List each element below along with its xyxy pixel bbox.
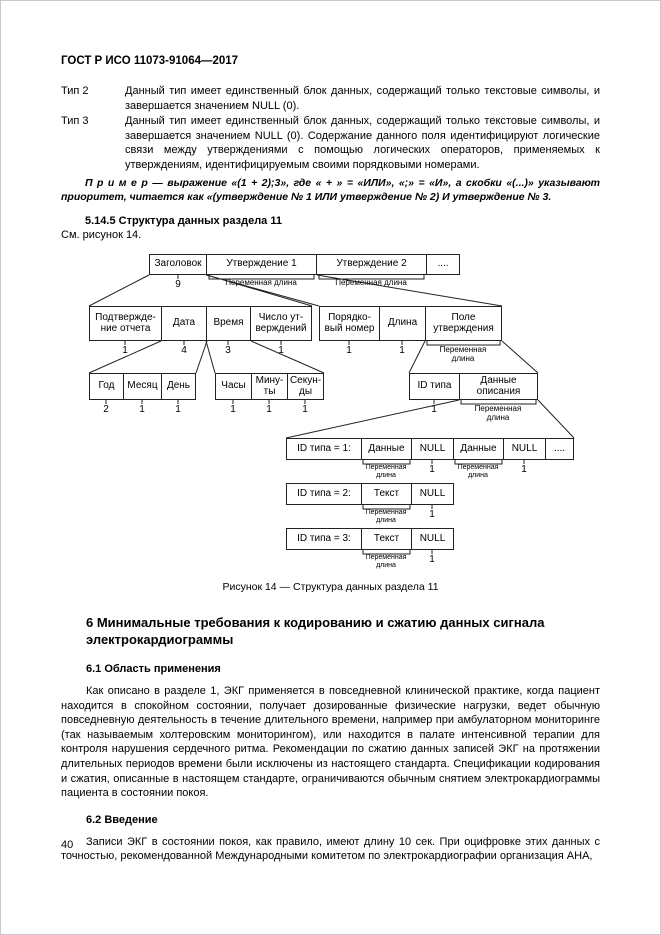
box-statement-1: Утверждение 1 [206,254,317,275]
size-label-variable-length: Переменная длина [365,509,407,524]
box-null: NULL [411,438,454,460]
size-label-4: 4 [181,345,187,356]
size-label-1: 1 [278,345,284,356]
box-seconds: Секун- ды [287,373,324,400]
box-data: Данные [361,438,412,460]
box-statement-2: Утверждение 2 [316,254,427,275]
section-5-14-5-title: 5.14.5 Структура данных раздела 11 [85,215,282,227]
box-id-type-1: ID типа = 1: [286,438,362,460]
box-null: NULL [503,438,546,460]
size-label-variable-length: Переменная длина [365,464,407,479]
box-ellipsis-right: .... [545,438,574,460]
page-content: ГОСТ Р ИСО 11073-91064—2017 Тип 2 Данный… [61,55,600,864]
size-label-3: 3 [225,345,231,356]
size-label-9: 9 [175,279,181,290]
definition-row-type2: Тип 2 Данный тип имеет единственный блок… [61,84,600,113]
size-label-1: 1 [175,404,181,415]
size-label-variable-length: Переменная длина [457,464,499,479]
size-label-variable-length: Переменная длина [474,404,522,422]
box-report-confirmation: Подтвержде- ние отчета [89,306,162,341]
box-statement-field: Поле утверждения [425,306,502,341]
size-label-1: 1 [431,404,437,415]
size-label-1: 1 [230,404,236,415]
size-label-1: 1 [122,345,128,356]
size-label-1: 1 [429,509,435,520]
box-id-type: ID типа [409,373,460,400]
box-year: Год [89,373,124,400]
box-null: NULL [411,528,454,550]
box-time: Время [206,306,251,341]
doc-code-header: ГОСТ Р ИСО 11073-91064—2017 [61,55,239,67]
size-label-1: 1 [399,345,405,356]
size-label-variable-length: Переменная длина [439,345,487,363]
section-6-2-paragraph: Записи ЭКГ в состоянии покоя, как правил… [61,835,600,863]
box-null: NULL [411,483,454,505]
box-data: Данные [453,438,504,460]
box-sequence-number: Порядко- вый номер [319,306,380,341]
page-number: 40 [61,839,74,851]
size-label-1: 1 [139,404,145,415]
section-6-2-title: 6.2 Введение [86,813,158,826]
box-text: Текст [361,483,412,505]
figure-14-caption: Рисунок 14 — Структура данных раздела 11 [222,581,439,593]
box-hours: Часы [215,373,252,400]
definition-term: Тип 3 [61,115,89,127]
size-label-variable-length: Переменная длина [335,278,407,287]
box-header: Заголовок [149,254,207,275]
section-6-1-title: 6.1 Область применения [86,663,221,675]
box-date: Дата [161,306,207,341]
box-text: Текст [361,528,412,550]
box-ellipsis-top: .... [426,254,460,275]
size-label-variable-length: Переменная длина [225,278,297,287]
figure-14-diagram: Заголовок Утверждение 1 Утверждение 2 ..… [1,246,660,578]
box-description-data: Данные описания [459,373,538,400]
size-label-variable-length: Переменная длина [365,554,407,569]
definition-row-type3: Тип 3 Данный тип имеет единственный блок… [61,114,600,172]
size-label-1: 1 [429,554,435,565]
see-figure-note: См. рисунок 14. [61,229,142,241]
box-id-type-2: ID типа = 2: [286,483,362,505]
size-label-1: 1 [302,404,308,415]
definition-term: Тип 2 [61,85,89,97]
example-paragraph: П р и м е р — выражение «(1 + 2);3», где… [61,177,600,203]
size-label-1: 1 [521,464,527,475]
size-label-1: 1 [346,345,352,356]
definition-text: Данный тип имеет единственный блок данны… [125,85,600,112]
figure-connector-lines [88,274,575,555]
box-month: Месяц [123,373,162,400]
box-day: День [161,373,196,400]
definition-text: Данный тип имеет единственный блок данны… [125,115,600,171]
section-6-title: 6 Минимальные требования к кодированию и… [86,615,545,647]
box-minutes: Мину- ты [251,373,288,400]
box-statement-count: Число ут- верждений [250,306,312,341]
size-label-1: 1 [266,404,272,415]
section-6-1-paragraph: Как описано в разделе 1, ЭКГ применяется… [61,685,600,800]
box-id-type-3: ID типа = 3: [286,528,362,550]
box-length: Длина [379,306,426,341]
size-label-1: 1 [429,464,435,475]
size-label-2: 2 [103,404,109,415]
